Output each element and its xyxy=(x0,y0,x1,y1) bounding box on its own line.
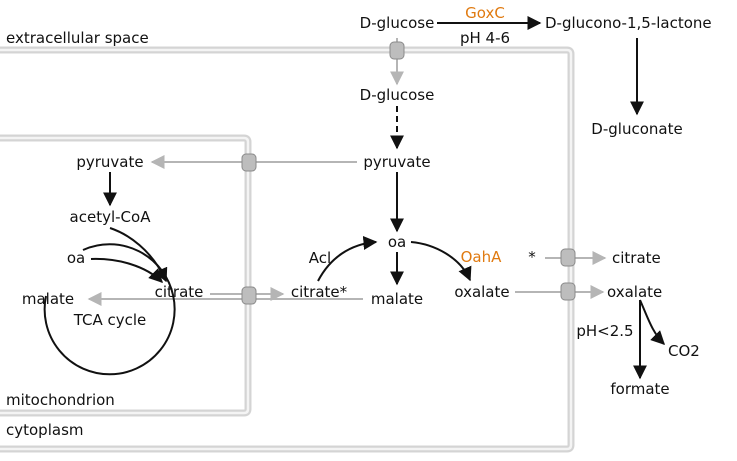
d-glucono-lactone: D-glucono-1,5-lactone xyxy=(545,14,712,32)
d-gluconate: D-gluconate xyxy=(591,120,682,138)
citrate-exporter xyxy=(560,248,576,267)
enzyme-oaha: OahA xyxy=(461,248,503,266)
oa-cytoplasm: oa xyxy=(388,233,406,251)
oxalate-extracellular: oxalate xyxy=(607,283,662,301)
condition-ph-4-6: pH 4-6 xyxy=(460,29,510,47)
pyruvate-mitochondrion: pyruvate xyxy=(76,153,143,171)
arrow-acetylcoa-to-citrate xyxy=(109,227,168,283)
glucose-transporter xyxy=(389,41,405,60)
acetyl-coa: acetyl-CoA xyxy=(70,208,152,226)
arrow-oaha-reaction xyxy=(410,241,472,282)
star-marker: * xyxy=(528,248,536,266)
condition-ph-2-5: pH<2.5 xyxy=(576,322,633,340)
reaction-arrows xyxy=(43,16,665,380)
extracellular-label: extracellular space xyxy=(6,29,149,47)
arrow-oa-to-citrate xyxy=(90,257,163,283)
arrow-oxalate-to-co2 xyxy=(639,299,665,345)
citrate-star-cytoplasm: citrate* xyxy=(291,283,348,301)
enzyme-acl: Acl xyxy=(309,249,331,267)
tca-cycle-label: TCA cycle xyxy=(73,311,147,329)
d-glucose-cytoplasm: D-glucose xyxy=(360,86,435,104)
co2: CO2 xyxy=(668,342,700,360)
citrate-extracellular: citrate xyxy=(612,249,661,267)
transporters xyxy=(241,41,576,305)
malate-mitochondrion: malate xyxy=(22,290,74,308)
pyruvate-transporter xyxy=(241,153,257,172)
oa-mitochondrion: oa xyxy=(67,249,85,267)
mitochondrion-label: mitochondrion xyxy=(6,391,115,409)
mitochondrion-membrane xyxy=(0,134,252,417)
pyruvate-cytoplasm: pyruvate xyxy=(363,153,430,171)
oxalate-cytoplasm: oxalate xyxy=(454,283,509,301)
cytoplasm-label: cytoplasm xyxy=(6,421,84,439)
enzyme-goxc: GoxC xyxy=(465,4,505,22)
citrate-malate-transporter xyxy=(241,286,257,305)
oxalate-exporter xyxy=(560,282,576,301)
tca-cycle-circle xyxy=(43,243,176,376)
arrow-acl-reaction xyxy=(317,235,378,282)
d-glucose-extracellular: D-glucose xyxy=(360,14,435,32)
formate: formate xyxy=(610,380,669,398)
citrate-mitochondrion: citrate xyxy=(155,283,204,301)
malate-cytoplasm: malate xyxy=(371,290,423,308)
